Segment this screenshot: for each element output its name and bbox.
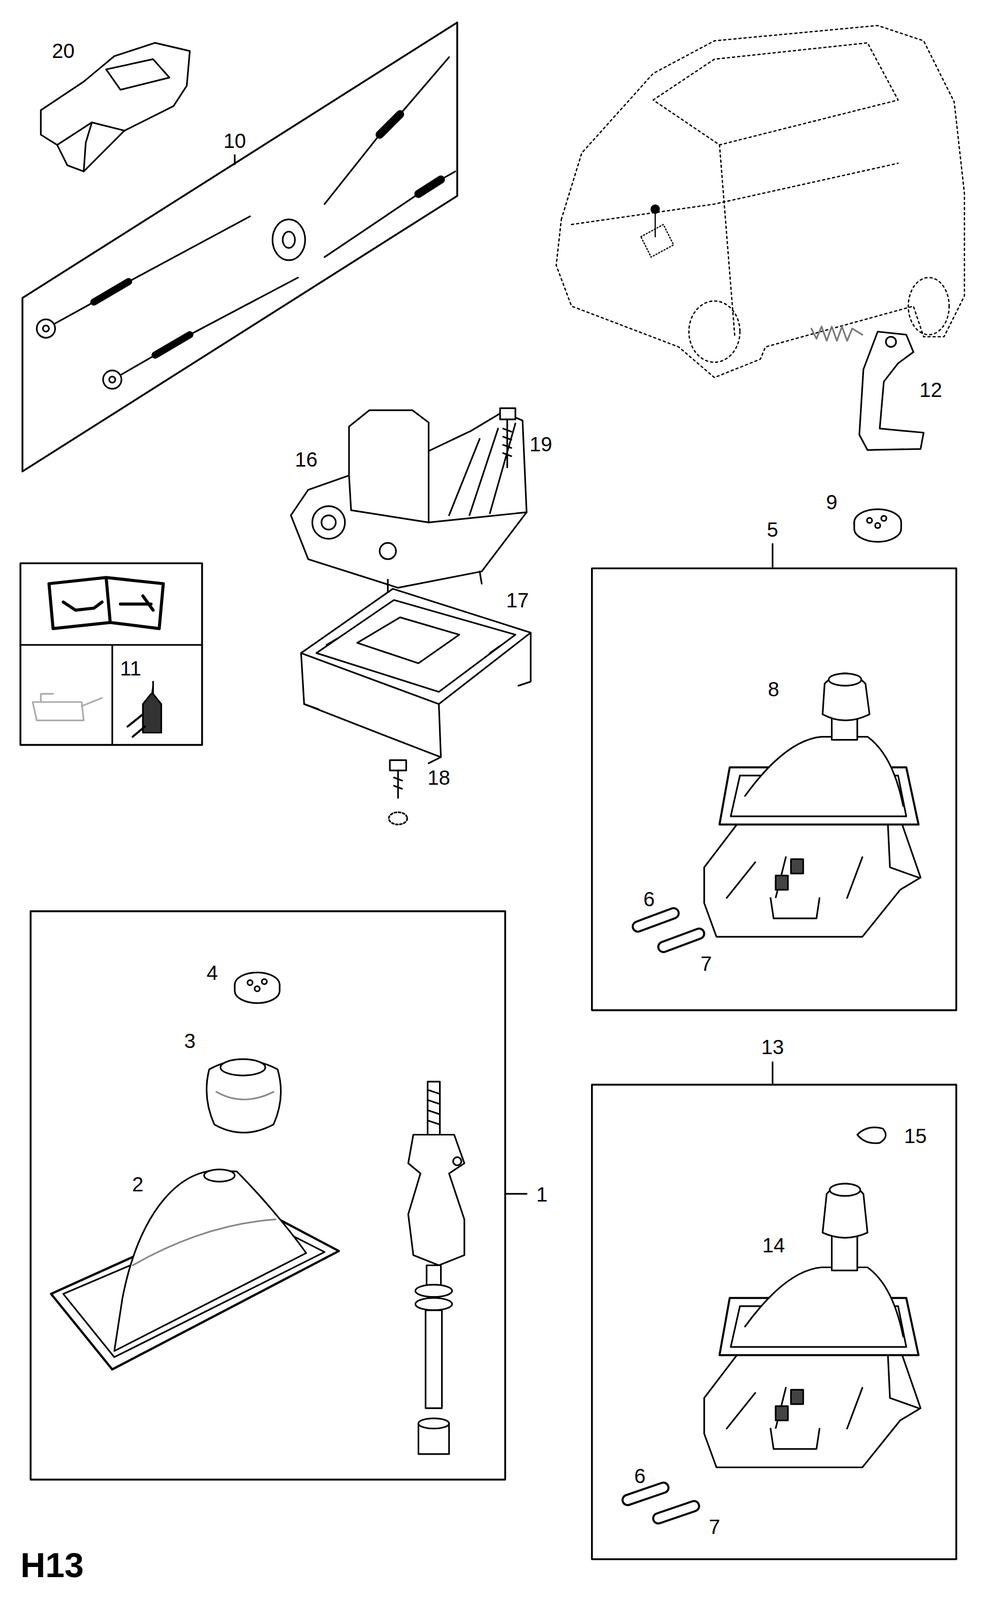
- callout-number: 18: [427, 766, 451, 789]
- callout-number: 7: [700, 952, 712, 975]
- callout-number: 5: [766, 518, 779, 541]
- bolt: [388, 760, 408, 825]
- frame: [592, 1062, 957, 1560]
- service-icon-box: [20, 563, 202, 745]
- callout-number: 17: [506, 589, 530, 612]
- pin: [627, 1487, 695, 1518]
- frame: [592, 543, 957, 1010]
- callout-number: 2: [132, 1172, 144, 1196]
- callout-number: 16: [294, 448, 318, 471]
- callout-number: 14: [762, 1233, 786, 1257]
- cap-clip: [857, 1127, 886, 1143]
- emblem-disc: [854, 509, 902, 542]
- callout-number: 8: [767, 677, 780, 701]
- gear-knob: [206, 1059, 282, 1133]
- shifter-housing: [290, 410, 527, 592]
- callout-number: 4: [206, 961, 219, 984]
- pin: [637, 913, 699, 947]
- shifter-location: [640, 205, 674, 258]
- frame: [30, 911, 527, 1480]
- parts-frame: 5867: [592, 568, 957, 1011]
- knob-insert: [234, 972, 280, 1003]
- shifter-assembly: [704, 1183, 921, 1468]
- page-code: H13: [20, 1545, 84, 1584]
- callout-number: 19: [529, 432, 553, 456]
- callout-number: 9: [826, 490, 838, 514]
- bracket: [811, 326, 924, 450]
- vehicle-outline: [555, 25, 965, 378]
- shifter-assembly: [704, 673, 921, 937]
- parts-frame: 1432: [30, 911, 506, 1480]
- parts-frame: 13151467: [592, 1085, 957, 1560]
- callout-number: 13: [761, 1035, 785, 1059]
- callout-number: 6: [643, 887, 655, 911]
- callout-number: 1: [536, 1183, 548, 1206]
- callout-number: 15: [904, 1124, 927, 1147]
- mounting-plate: [300, 588, 531, 763]
- callout-number: 11: [119, 657, 142, 680]
- gear-boot: [50, 1169, 339, 1370]
- shift-lever: [408, 1081, 464, 1454]
- callout-number: 3: [183, 1029, 196, 1052]
- callout-number: 20: [51, 39, 75, 62]
- parts-frame: 10: [22, 22, 458, 472]
- callout-number: 7: [708, 1515, 721, 1538]
- parts-frame: 11: [20, 563, 202, 746]
- shift-cables: [36, 56, 455, 389]
- cable-frame: [22, 22, 458, 472]
- callout-number: 10: [223, 129, 247, 152]
- callout-number: 6: [634, 1464, 646, 1487]
- callout-number: 12: [919, 378, 943, 401]
- bolt: [500, 408, 516, 468]
